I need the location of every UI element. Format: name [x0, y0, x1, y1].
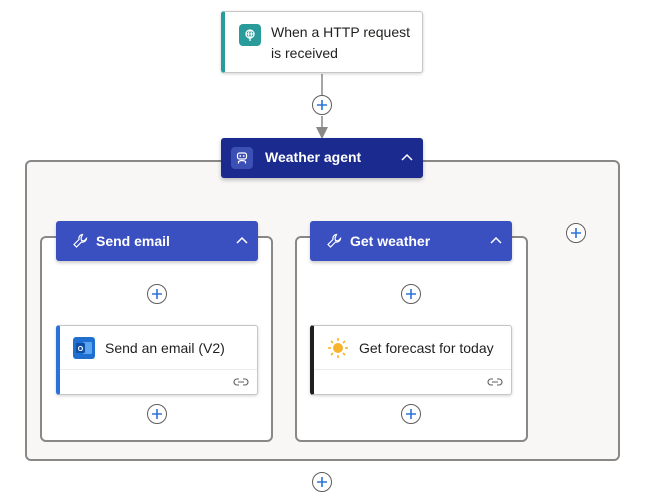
tool-header-send-email[interactable]: Send email	[56, 221, 258, 261]
trigger-card[interactable]: When a HTTP request is received	[221, 11, 423, 73]
agent-collapse-button[interactable]	[399, 149, 415, 165]
plus-icon	[571, 228, 581, 238]
add-action-get-weather-button[interactable]	[401, 284, 421, 304]
tool-collapse-button[interactable]	[488, 232, 504, 248]
chevron-up-icon	[236, 236, 248, 244]
agent-label: Weather agent	[265, 149, 362, 165]
sun-icon	[328, 338, 348, 358]
add-action-send-email-button[interactable]	[147, 284, 167, 304]
add-tool-button[interactable]	[566, 223, 586, 243]
action-card-send-email[interactable]: O Send an email (V2)	[56, 325, 258, 395]
tool-collapse-button[interactable]	[234, 232, 250, 248]
outlook-icon: O	[73, 337, 95, 359]
action-label: Send an email (V2)	[105, 340, 225, 356]
plus-icon	[406, 409, 416, 419]
add-step-after-trigger-button[interactable]	[312, 95, 332, 115]
wrench-icon	[73, 233, 88, 248]
chevron-up-icon	[401, 153, 413, 161]
agent-header[interactable]: Weather agent	[221, 138, 423, 178]
chevron-up-icon	[490, 236, 502, 244]
add-step-after-get-forecast-button[interactable]	[401, 404, 421, 424]
action-card-header: Get forecast for today	[314, 326, 511, 370]
http-request-icon	[239, 24, 261, 46]
plus-icon	[406, 289, 416, 299]
link-icon	[233, 378, 249, 386]
plus-icon	[317, 477, 327, 487]
action-label: Get forecast for today	[359, 340, 494, 356]
action-card-header: O Send an email (V2)	[60, 326, 257, 370]
add-step-after-send-email-button[interactable]	[147, 404, 167, 424]
tool-label: Send email	[96, 233, 170, 249]
plus-icon	[152, 289, 162, 299]
agent-robot-icon	[231, 147, 253, 169]
action-card-get-forecast[interactable]: Get forecast for today	[310, 325, 512, 395]
link-icon	[487, 378, 503, 386]
tool-label: Get weather	[350, 233, 431, 249]
wrench-icon	[327, 233, 342, 248]
svg-text:O: O	[78, 346, 84, 353]
tool-header-get-weather[interactable]: Get weather	[310, 221, 512, 261]
plus-icon	[317, 100, 327, 110]
plus-icon	[152, 409, 162, 419]
add-step-after-agent-button[interactable]	[312, 472, 332, 492]
trigger-label: When a HTTP request is received	[271, 24, 411, 61]
